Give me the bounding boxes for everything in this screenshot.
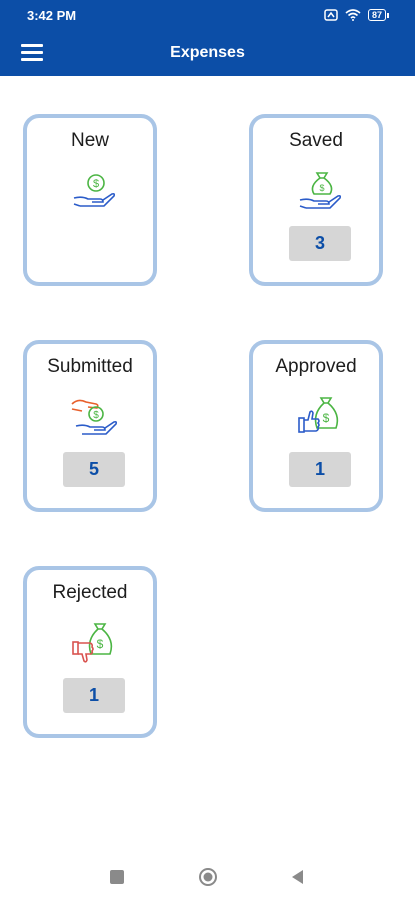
card-title: Submitted bbox=[47, 356, 133, 377]
card-title: Approved bbox=[275, 356, 357, 377]
card-title: New bbox=[70, 130, 109, 151]
saved-count-badge: 3 bbox=[289, 226, 351, 261]
svg-text:$: $ bbox=[97, 637, 104, 651]
alarm-icon bbox=[324, 9, 338, 21]
card-new[interactable]: New $ bbox=[23, 114, 157, 286]
card-submitted[interactable]: Submitted $ 5 bbox=[23, 340, 157, 512]
system-nav-bar bbox=[0, 852, 415, 900]
recent-apps-icon[interactable] bbox=[108, 868, 126, 886]
app-bar: Expenses bbox=[0, 30, 415, 76]
svg-text:$: $ bbox=[93, 410, 99, 421]
card-saved[interactable]: Saved $ 3 bbox=[249, 114, 383, 286]
status-bar: 3:42 PM 87 bbox=[0, 0, 415, 30]
battery-icon: 87 bbox=[367, 9, 389, 21]
status-time: 3:42 PM bbox=[27, 8, 77, 23]
svg-text:$: $ bbox=[319, 183, 324, 193]
page-title: Expenses bbox=[170, 44, 245, 61]
svg-text:$: $ bbox=[93, 178, 99, 190]
home-icon[interactable] bbox=[198, 867, 218, 887]
wifi-icon bbox=[345, 9, 361, 21]
hand-moneybag-icon: $ bbox=[299, 172, 342, 209]
rejected-count-badge: 1 bbox=[63, 678, 125, 713]
submitted-count-badge: 5 bbox=[63, 452, 125, 487]
approved-count-badge: 1 bbox=[289, 452, 351, 487]
hand-coin-icon: $ bbox=[73, 174, 116, 207]
card-title: Saved bbox=[289, 130, 343, 151]
menu-icon[interactable] bbox=[21, 41, 43, 63]
card-approved[interactable]: Approved $ 1 bbox=[249, 340, 383, 512]
battery-level: 87 bbox=[367, 9, 386, 21]
hand-exchange-icon: $ bbox=[71, 399, 118, 435]
status-icons: 87 bbox=[324, 9, 389, 21]
back-icon[interactable] bbox=[289, 868, 307, 886]
card-rejected[interactable]: Rejected $ 1 bbox=[23, 566, 157, 738]
thumbs-up-moneybag-icon: $ bbox=[298, 397, 339, 433]
svg-text:$: $ bbox=[323, 411, 330, 425]
thumbs-down-moneybag-icon: $ bbox=[72, 623, 113, 663]
card-title: Rejected bbox=[52, 582, 128, 603]
